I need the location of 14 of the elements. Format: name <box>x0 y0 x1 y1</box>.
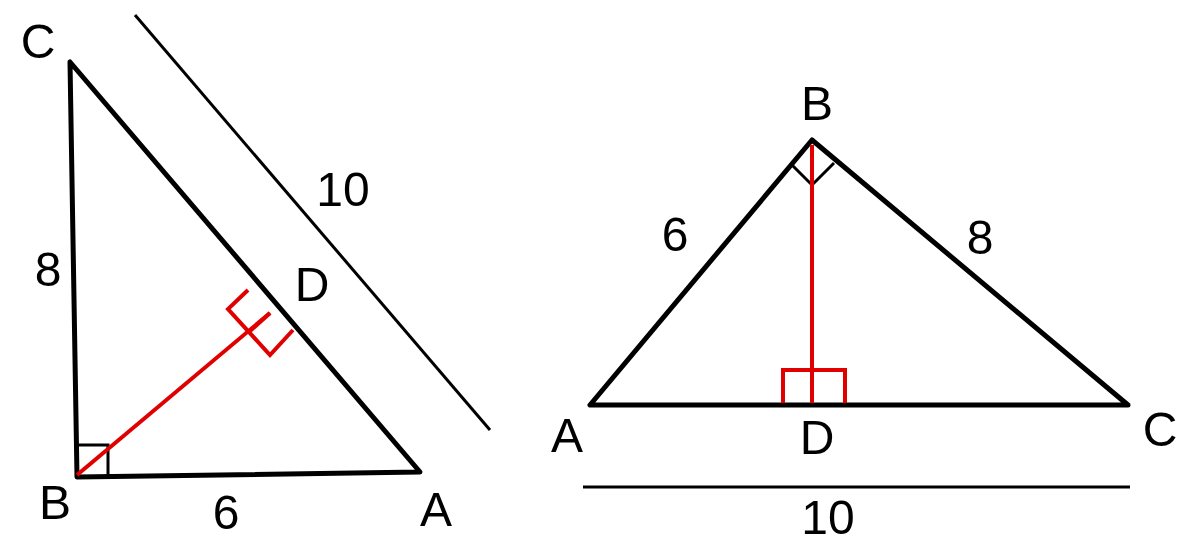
side-length: 6 <box>212 489 240 537</box>
vertex-label: C <box>20 18 56 66</box>
vertex-label: C <box>1142 406 1178 454</box>
vertex-label: B <box>801 80 833 128</box>
side-length: 8 <box>966 214 994 262</box>
side-length: 10 <box>316 166 370 214</box>
vertex-label: A <box>420 486 452 534</box>
side-length: 10 <box>801 494 855 542</box>
vertex-label: D <box>799 414 835 462</box>
vertex-label: D <box>294 261 330 309</box>
vertex-label: B <box>39 479 71 527</box>
side-length: 6 <box>661 211 689 259</box>
side-length: 8 <box>34 246 62 294</box>
vertex-label: A <box>551 412 583 460</box>
